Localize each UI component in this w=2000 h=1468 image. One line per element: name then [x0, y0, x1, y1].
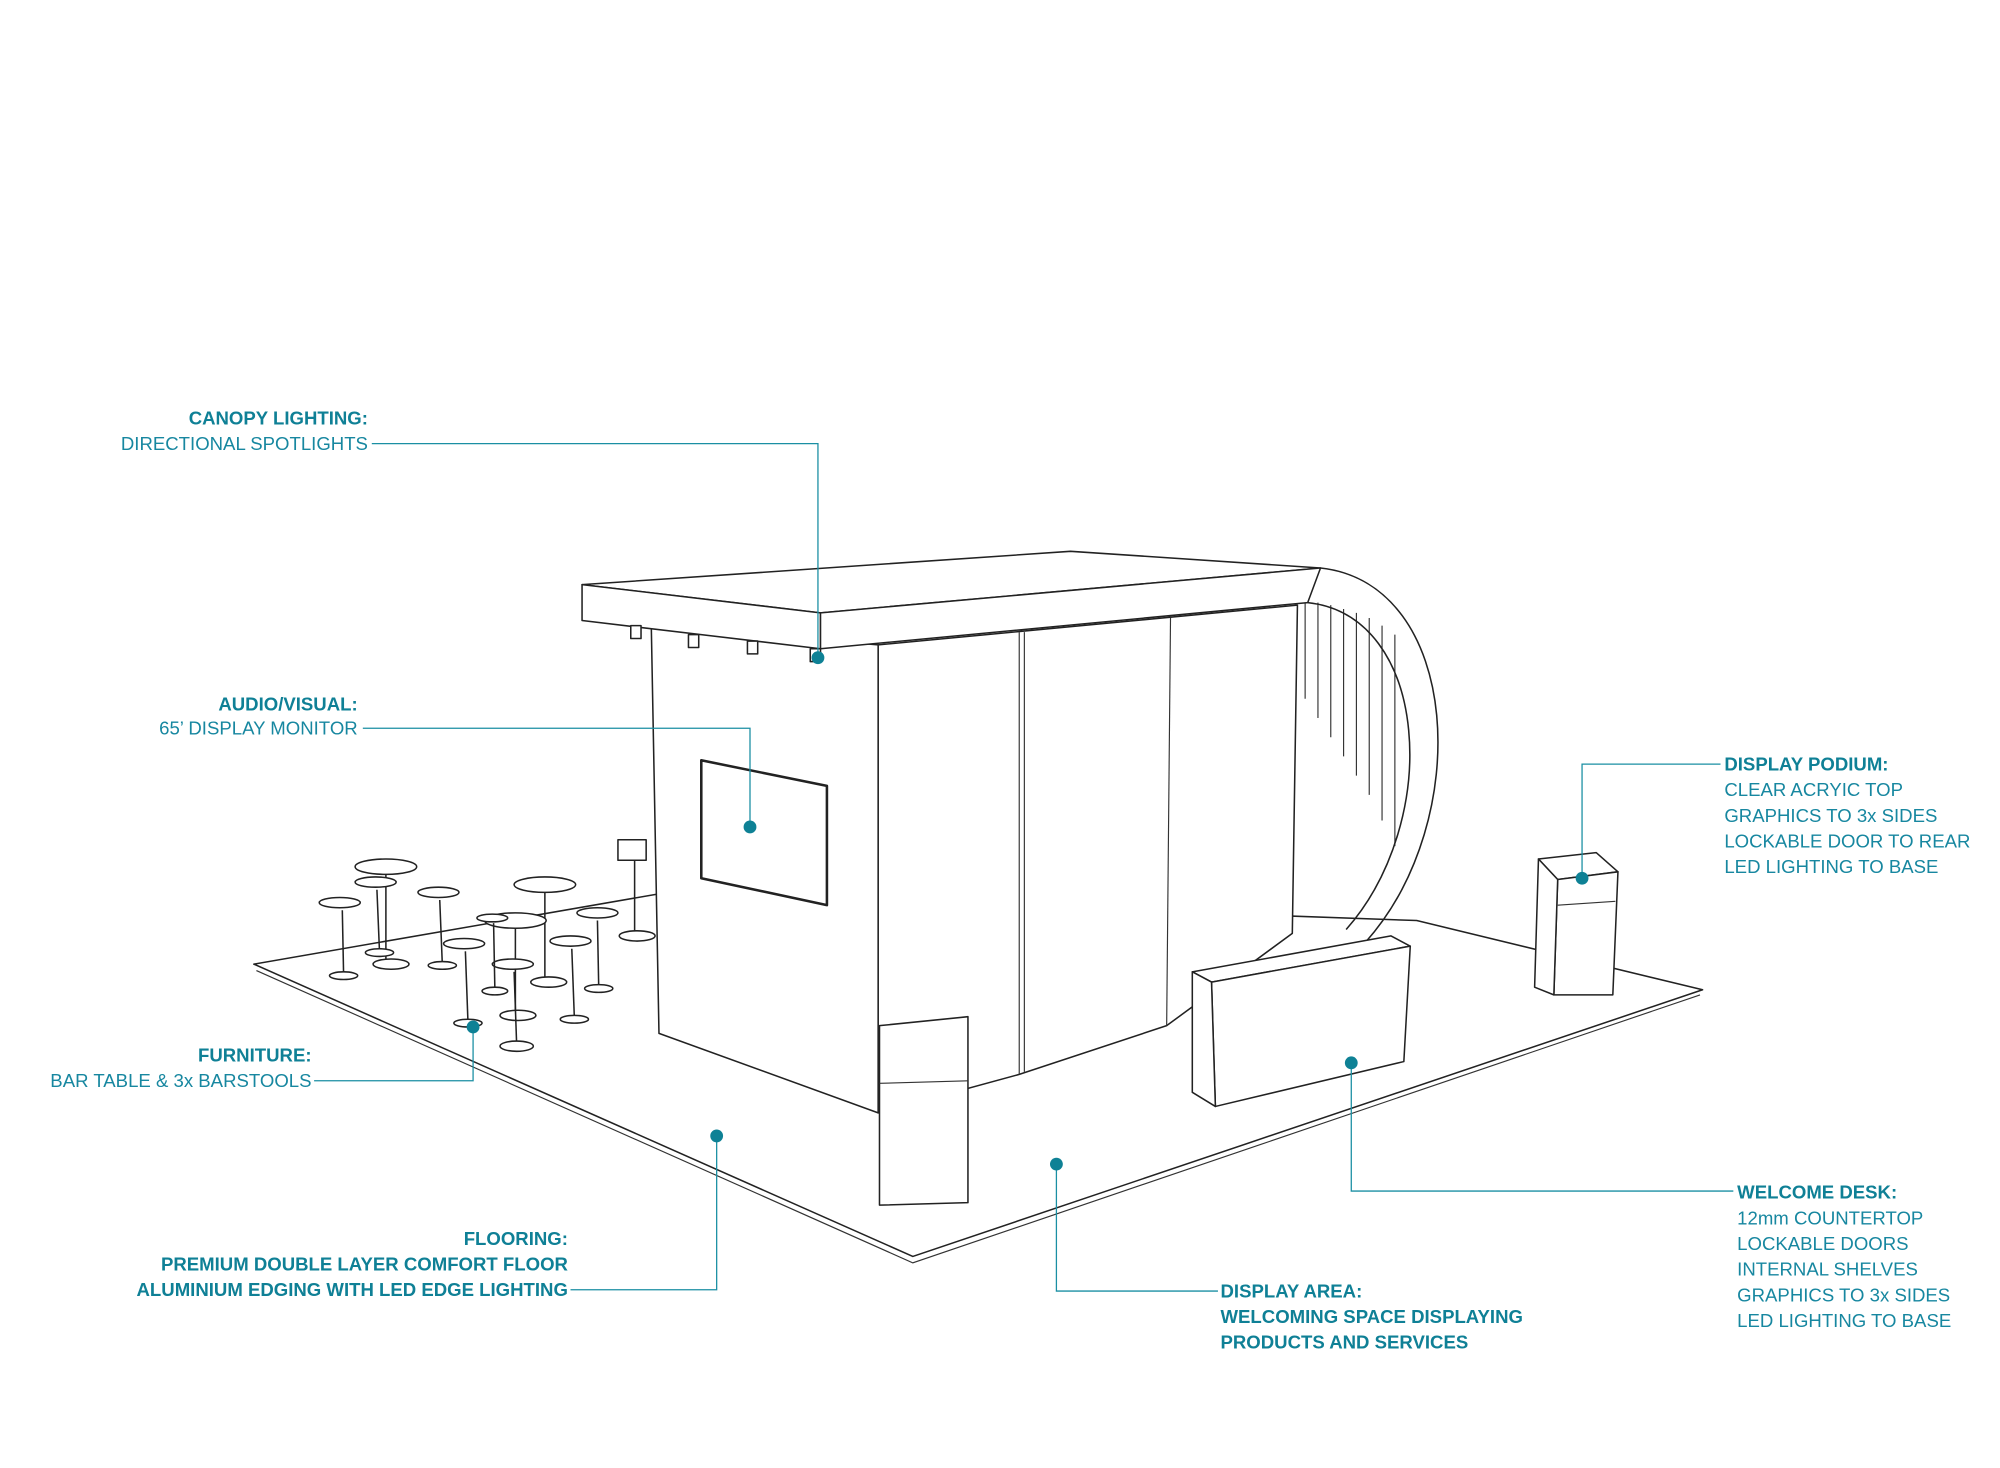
barstools-and-tables — [318, 839, 656, 1053]
furniture-marker[interactable] — [466, 1020, 480, 1034]
display-monitor — [700, 759, 829, 907]
welcome-desk — [1191, 935, 1412, 1108]
curved-arch — [1320, 567, 1439, 943]
furniture-callout: FURNITURE: BAR TABLE & 3x BARSTOOLS — [50, 1045, 311, 1092]
welcome-desk-callout: WELCOME DESK: 12mm COUNTERTOP LOCKABLE D… — [1737, 1182, 1951, 1331]
display-area-callout: DISPLAY AREA: WELCOMING SPACE DISPLAYING… — [1221, 1280, 1523, 1352]
floor-edge — [256, 970, 1701, 1264]
canopy-callout: CANOPY LIGHTING: DIRECTIONAL SPOTLIGHTS — [121, 407, 368, 454]
flooring-marker[interactable] — [710, 1129, 724, 1143]
callout-heading: WELCOME DESK: — [1737, 1182, 1897, 1203]
display-area-leader-line — [1055, 1164, 1218, 1292]
callout-heading: FLOORING: — [464, 1228, 568, 1249]
podium-marker[interactable] — [1575, 871, 1589, 885]
callout-line: DIRECTIONAL SPOTLIGHTS — [121, 433, 368, 454]
callout-line: GRAPHICS TO 3x SIDES — [1724, 805, 1937, 826]
furniture-leader-line — [314, 1026, 474, 1082]
callout-heading: DISPLAY PODIUM: — [1724, 754, 1888, 775]
vertical-slats — [1304, 602, 1396, 847]
callout-heading: DISPLAY AREA: — [1221, 1280, 1363, 1301]
wall-seam — [1166, 617, 1172, 1026]
callout-heading: CANOPY LIGHTING: — [189, 407, 368, 428]
welcome-desk-leader-line — [1350, 1062, 1734, 1192]
welcome-desk-marker[interactable] — [1344, 1056, 1358, 1070]
callout-line: PRODUCTS AND SERVICES — [1221, 1332, 1469, 1353]
display-area-marker[interactable] — [1050, 1157, 1063, 1171]
canopy-leader-line — [371, 442, 819, 657]
av-leader-line — [362, 727, 751, 826]
callout-line: 65’ DISPLAY MONITOR — [159, 718, 358, 739]
podium-callout: DISPLAY PODIUM: CLEAR ACRYIC TOP GRAPHIC… — [1724, 754, 1970, 878]
callout-line: GRAPHICS TO 3x SIDES — [1737, 1284, 1950, 1305]
callout-line: LOCKABLE DOOR TO REAR — [1724, 830, 1970, 851]
flooring-leader-line — [570, 1135, 718, 1291]
curved-arch-inner — [1307, 601, 1411, 931]
flooring-callout: FLOORING: PREMIUM DOUBLE LAYER COMFORT F… — [137, 1228, 569, 1300]
callout-line: PREMIUM DOUBLE LAYER COMFORT FLOOR — [161, 1254, 569, 1275]
av-callout: AUDIO/VISUAL: 65’ DISPLAY MONITOR — [159, 693, 358, 738]
callout-line: INTERNAL SHELVES — [1737, 1259, 1918, 1280]
callout-line: WELCOMING SPACE DISPLAYING — [1221, 1306, 1523, 1327]
callout-line: LED LIGHTING TO BASE — [1724, 856, 1938, 877]
canopy-marker[interactable] — [811, 651, 825, 665]
display-podium — [1533, 851, 1619, 996]
podium-leader-line — [1581, 763, 1721, 877]
callout-heading: AUDIO/VISUAL: — [218, 693, 357, 714]
callout-line: BAR TABLE & 3x BARSTOOLS — [50, 1070, 311, 1091]
callout-line: LED LIGHTING TO BASE — [1737, 1310, 1951, 1331]
callout-line: CLEAR ACRYIC TOP — [1724, 779, 1903, 800]
callout-line: ALUMINIUM EDGING WITH LED EDGE LIGHTING — [137, 1279, 568, 1300]
callout-heading: FURNITURE: — [198, 1045, 312, 1066]
canopy-side — [819, 567, 1322, 650]
callout-line: 12mm COUNTERTOP — [1737, 1207, 1923, 1228]
front-pedestal — [878, 1015, 969, 1206]
av-marker[interactable] — [743, 820, 757, 834]
callout-line: LOCKABLE DOORS — [1737, 1233, 1908, 1254]
